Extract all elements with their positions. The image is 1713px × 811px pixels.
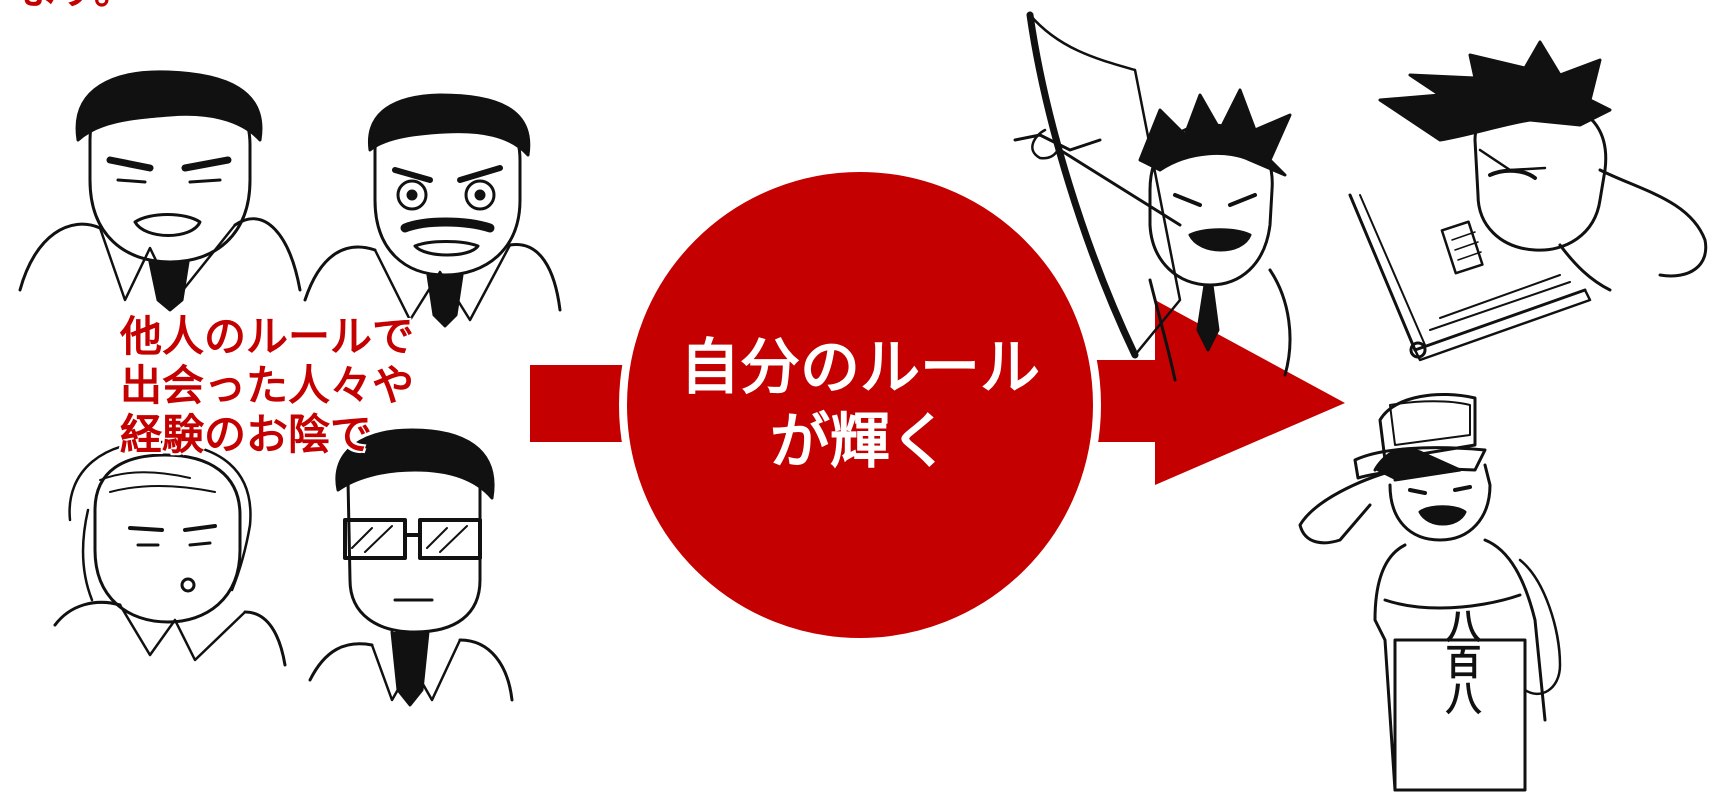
apron-text: 八百八 bbox=[1440, 607, 1482, 715]
left-caption: 他人のルールで 出会った人々や 経験のお陰で bbox=[120, 312, 460, 459]
shopkeeper-sketch bbox=[1298, 392, 1562, 792]
top-text-fragment: ます。 bbox=[18, 0, 134, 10]
center-label-line-1: 自分のルール bbox=[680, 333, 1040, 403]
businessman-sketch-4 bbox=[308, 428, 514, 707]
left-caption-line-2: 出会った人々や bbox=[120, 361, 415, 410]
businessman-sketch-2 bbox=[303, 93, 562, 328]
businessman-sketch-1 bbox=[18, 70, 302, 312]
businessman-sketch-3 bbox=[53, 440, 287, 667]
laptop-worker-sketch bbox=[1348, 40, 1708, 362]
center-label-line-2: が輝く bbox=[770, 407, 950, 477]
presenter-sketch bbox=[1013, 11, 1292, 382]
apron-text-layer: 八百八 bbox=[1440, 607, 1482, 715]
center-circle-label: 自分のルール が輝く bbox=[625, 170, 1095, 640]
left-caption-line-1: 他人のルールで bbox=[120, 312, 415, 361]
flow-diagram bbox=[530, 164, 1345, 646]
left-caption-line-3: 経験のお陰で bbox=[120, 410, 373, 459]
center-circle bbox=[619, 164, 1101, 646]
